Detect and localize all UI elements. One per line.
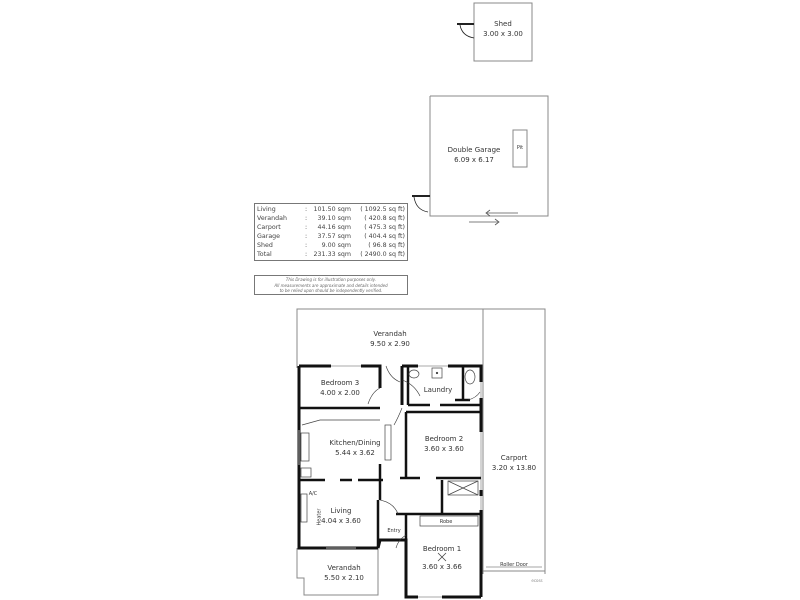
- verandah-rear-outline: [296, 308, 483, 368]
- garage-label: Double Garage 6.09 x 6.17: [447, 146, 501, 164]
- kitchen-label: Kitchen/Dining 5.44 x 3.62: [329, 439, 381, 457]
- garage-pit-label: Pit: [516, 145, 524, 151]
- verandah-front-outline: [296, 548, 379, 596]
- carport-label: Carport 3.20 x 13.80: [491, 454, 537, 472]
- verandah-rear-label: Verandah 9.50 x 2.90: [370, 330, 410, 348]
- area-row: Garage:37.57 sqm( 404.4 sq ft): [257, 233, 405, 240]
- area-row: Total:231.33 sqm( 2490.0 sq ft): [257, 251, 405, 258]
- bedroom2-label: Bedroom 2 3.60 x 3.60: [424, 435, 464, 453]
- shed-label: Shed 3.00 x 3.00: [483, 20, 523, 38]
- robe-label: Robe: [439, 519, 453, 525]
- ac-label: A/C: [308, 491, 318, 497]
- garage-outline: [429, 95, 549, 217]
- area-row: Carport:44.16 sqm( 475.3 sq ft): [257, 224, 405, 231]
- carport-outline: [482, 308, 546, 574]
- area-summary-table: Living:101.50 sqm( 1092.5 sq ft) Veranda…: [254, 203, 408, 261]
- fixtures: [300, 367, 479, 527]
- door-swings: [367, 365, 481, 549]
- bedroom1-label: Bedroom 1 3.60 x 3.66: [422, 545, 462, 571]
- living-label: Living 4.04 x 3.60: [321, 507, 361, 525]
- internal-walls: [299, 366, 481, 548]
- shed-outline: [473, 2, 533, 62]
- heater-label: Heater: [316, 508, 323, 526]
- garage-arrows-icon: [469, 209, 518, 226]
- disclaimer-box: This Drawing is for illustration purpose…: [254, 275, 408, 295]
- shed-door-icon: [457, 23, 475, 39]
- windows: [298, 365, 482, 598]
- area-row: Living:101.50 sqm( 1092.5 sq ft): [257, 206, 405, 213]
- area-row: Verandah:39.10 sqm( 420.8 sq ft): [257, 215, 405, 222]
- laundry-label: Laundry: [423, 386, 453, 394]
- area-row: Shed:9.00 sqm( 96.8 sq ft): [257, 242, 405, 249]
- garage-door-icon: [412, 195, 430, 213]
- bedroom3-label: Bedroom 3 4.00 x 2.00: [320, 379, 360, 397]
- bedroom1-mark-icon: [437, 552, 447, 562]
- entry-label: Entry: [387, 528, 401, 534]
- roller-door-label: Roller Door: [500, 562, 528, 568]
- verandah-front-label: Verandah 5.50 x 2.10: [324, 564, 364, 582]
- watermark: ecoss: [531, 578, 543, 583]
